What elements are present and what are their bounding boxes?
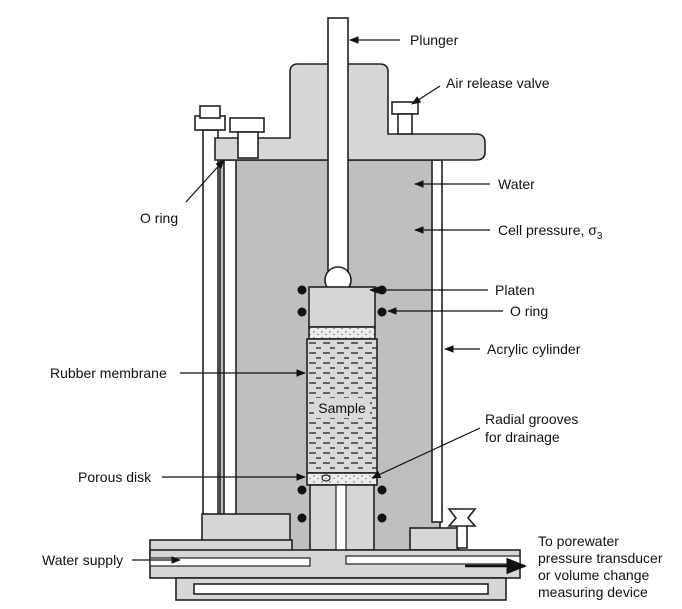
air-release-valve-head <box>391 101 419 115</box>
label-water-supply: Water supply <box>42 552 123 568</box>
cell-pressure-text: Cell pressure, σ <box>498 222 597 238</box>
air-release-valve-stem <box>397 113 413 135</box>
drain-outlet-channel <box>345 555 521 565</box>
o-ring-dot <box>297 513 307 523</box>
nut-second-body <box>237 131 259 159</box>
nut-top-left-upper <box>199 105 221 119</box>
label-o-ring-right: O ring <box>510 303 548 319</box>
o-ring-dot <box>377 307 387 317</box>
acrylic-cylinder-wall-left <box>223 159 237 519</box>
label-to-porewater-line4: measuring device <box>538 584 648 600</box>
label-cell-pressure: Cell pressure, σ3 <box>498 222 603 242</box>
nut-second <box>229 117 265 133</box>
pointer-o-ring-left <box>185 159 225 203</box>
bottom-nut-block <box>201 513 291 545</box>
valve-handle-right <box>447 508 477 527</box>
top-cap <box>214 63 486 161</box>
label-to-porewater-line2: pressure transducer <box>538 550 663 566</box>
label-plunger: Plunger <box>410 32 459 48</box>
bottom-right-fitting <box>409 527 459 551</box>
o-ring-dot <box>297 285 307 295</box>
acrylic-cylinder-wall-right <box>431 159 443 523</box>
label-radial-grooves-line1: Radial grooves <box>485 411 578 427</box>
tie-rod-left <box>202 129 219 519</box>
porous-disk-top <box>308 326 376 340</box>
platen <box>308 286 376 328</box>
o-ring-dot <box>297 307 307 317</box>
label-to-porewater-line3: or volume change <box>538 567 650 583</box>
water-supply-channel <box>149 557 311 567</box>
radial-groove-mark <box>321 474 331 482</box>
cell-pressure-subscript: 3 <box>597 231 603 242</box>
o-ring-dot <box>377 485 387 495</box>
o-ring-dot <box>297 485 307 495</box>
base-foot-slot <box>193 583 489 595</box>
o-ring-dot <box>377 513 387 523</box>
label-rubber-membrane: Rubber membrane <box>50 365 167 381</box>
pointer-air-release-valve <box>411 85 441 105</box>
porous-disk-bottom <box>306 472 378 486</box>
label-platen: Platen <box>495 282 535 298</box>
label-porous-disk: Porous disk <box>78 469 152 485</box>
sample-label-bg <box>314 398 370 418</box>
label-water: Water <box>498 176 535 192</box>
label-radial-grooves-line2: for drainage <box>485 429 560 445</box>
label-acrylic-cylinder: Acrylic cylinder <box>487 341 581 357</box>
label-o-ring-left: O ring <box>140 210 178 226</box>
label-to-porewater-line1: To porewater <box>538 533 619 549</box>
pointer-radial-grooves <box>371 427 481 479</box>
sample-label: Sample <box>318 400 366 416</box>
label-air-release-valve: Air release valve <box>446 75 550 91</box>
plunger-rod <box>327 17 349 275</box>
